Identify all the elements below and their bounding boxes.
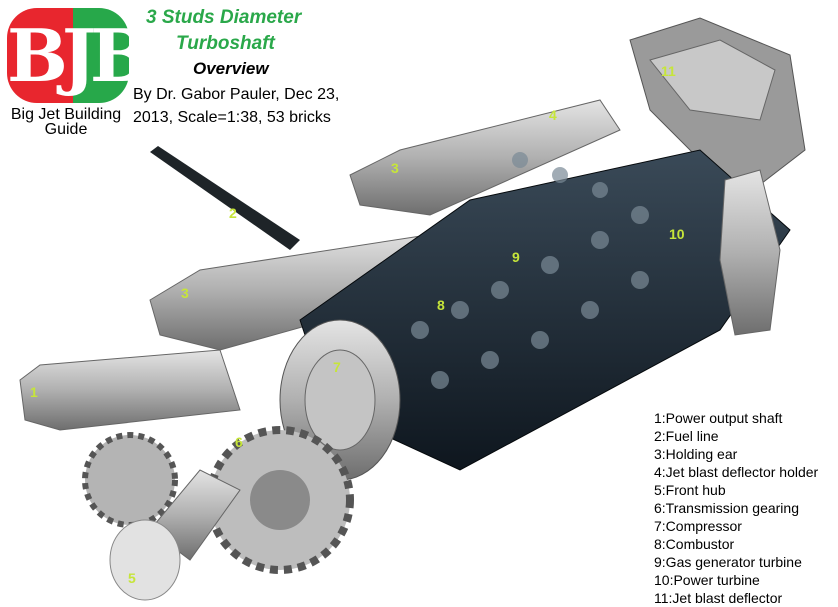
legend-item: 3:Holding ear [654,446,738,462]
callout-9: 9 [512,249,520,265]
callout-4: 4 [549,107,557,123]
bjb-logo: BJB [7,8,151,103]
callout-7: 7 [333,359,341,375]
callout-1: 1 [30,384,38,400]
legend-item: 7:Compressor [654,518,742,534]
callout-5: 5 [128,570,136,586]
gear-small [82,432,178,528]
callout-6: 6 [235,434,243,450]
callout-3-lower: 3 [181,285,189,301]
byline-line2: 2013, Scale=1:38, 53 bricks [133,109,331,126]
logo-caption: Big Jet Building Guide [0,106,132,138]
legend-item: 10:Power turbine [654,572,760,588]
legend-item: 9:Gas generator turbine [654,554,802,570]
logo-caption-line1: Big Jet Building [10,106,122,123]
subtitle: Overview [193,59,269,78]
holding-ear-upper [349,99,621,216]
fuel-line [150,146,300,250]
legend-item: 8:Combustor [654,536,735,552]
callout-2: 2 [229,205,237,221]
jet-blast-deflector [629,17,806,201]
logo-lettering: BJB [7,13,151,98]
legend-item: 11:Jet blast deflector [654,590,783,606]
compressor-hub [304,349,376,451]
logo-caption-line2: Guide [44,121,88,138]
front-hub [109,469,241,601]
title-line1: 3 Studs Diameter [146,7,302,28]
power-output-shaft [19,349,241,431]
legend-item: 1:Power output shaft [654,410,783,426]
legend-item: 4:Jet blast deflector holder [654,464,819,480]
title-line2: Turboshaft [176,33,275,54]
callout-3-upper: 3 [391,160,399,176]
callout-8: 8 [437,297,445,313]
gear-hub [250,470,310,530]
callout-10: 10 [669,226,685,242]
legend-item: 6:Transmission gearing [654,500,799,516]
byline-line1: By Dr. Gabor Pauler, Dec 23, [133,86,340,103]
parts-legend: 1:Power output shaft 2:Fuel line 3:Holdi… [654,409,818,607]
callout-11: 11 [661,63,676,79]
legend-item: 2:Fuel line [654,428,719,444]
legend-item: 5:Front hub [654,482,726,498]
holding-ear-right [719,169,781,336]
